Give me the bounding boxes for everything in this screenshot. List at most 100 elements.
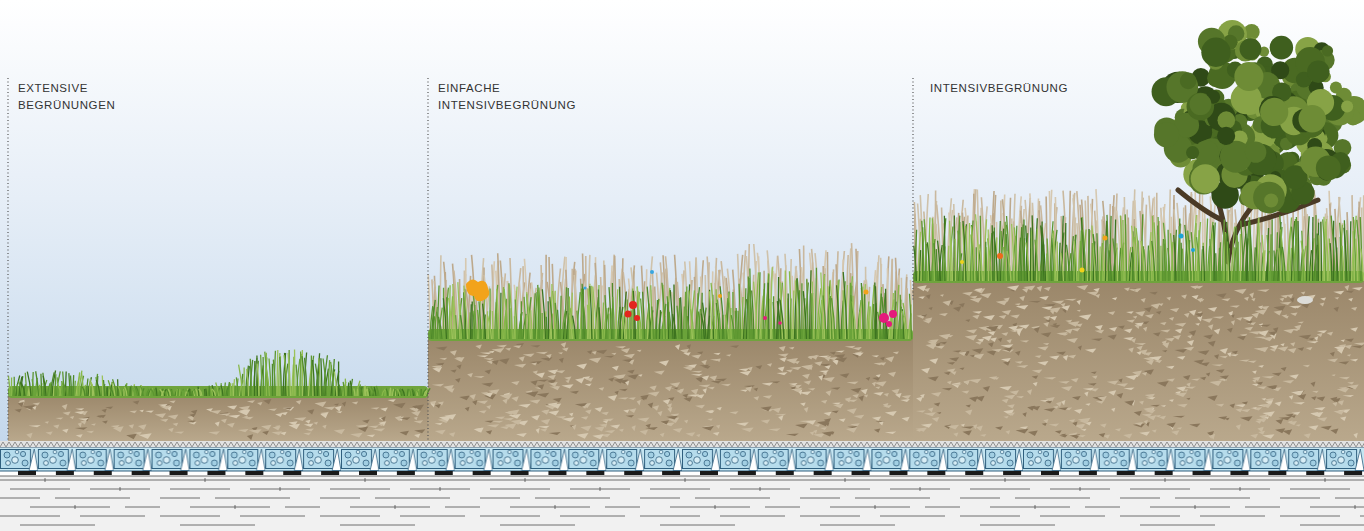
soil-grain [789,347,795,350]
soil-grain [623,354,635,358]
soil-grain [647,391,659,396]
soil-grain [1283,329,1294,334]
soil-grain [660,433,665,438]
soil-grain [1334,297,1339,299]
soil-grain [665,386,672,391]
soil-grain [1274,310,1283,315]
soil-grain [715,378,727,381]
soil-grain [947,425,959,430]
soil-grain [1242,316,1253,321]
soil-grain [821,400,827,404]
soil-grain [657,411,662,416]
grass-blade [106,387,108,396]
soil-grain [395,416,402,422]
soil-grain [939,334,951,340]
grass-blade [504,310,507,339]
grass-blade [193,389,196,396]
grass-blade [435,307,438,339]
soil-grain [486,430,492,434]
soil-grain [1124,329,1133,333]
soil-grain [1202,318,1213,322]
soil-grain [559,358,564,363]
grass-blade [103,380,105,396]
soil-grain [1002,399,1009,403]
grass-blade [262,357,264,396]
soil-grain [667,407,672,413]
soil-grain [1186,383,1190,388]
soil-grain [595,426,605,431]
grass-blade [32,379,34,396]
soil-grain [592,434,603,439]
grass-blade [123,389,125,396]
soil-grain [1341,339,1345,342]
soil-grain [980,434,987,437]
soil-grain [852,394,859,398]
soil-grain [850,388,861,393]
soil-grain [934,403,941,407]
soil-grain [1192,295,1199,300]
grass-blade [527,292,531,339]
soil-grain [804,407,809,413]
soil-grain [227,405,237,409]
soil-grain [961,426,974,428]
soil-grain [314,402,326,407]
soil-grain [304,424,314,427]
grass-blade [234,386,235,396]
soil-grain [585,410,592,415]
soil-grain [721,384,731,386]
soil-grain [1280,343,1284,346]
soil-grain [1308,425,1318,430]
grass-blade [296,365,298,396]
soil-grain [595,350,607,354]
soil-grain [1129,288,1141,292]
soil-grain [585,377,593,381]
soil-grain [1248,331,1261,334]
grass-blade [8,376,10,396]
soil-grain [1339,377,1350,380]
soil-grain [540,429,547,432]
soil-grain [1331,374,1335,376]
soil-grain [1145,410,1156,414]
soil-grain [1072,396,1081,400]
grass-blade [409,389,411,396]
soil-grain [1061,305,1070,311]
grass-blade [363,386,365,396]
soil-grain [15,409,22,413]
grass-blade [599,307,601,339]
soil-grain [414,429,425,433]
grass-blade [106,388,108,396]
soil-grain [172,423,178,426]
grass-blade [348,383,350,396]
grass-blade [434,316,436,339]
soil-grain [575,378,584,384]
grass-blade [136,386,139,396]
grass-blade [394,389,395,396]
soil-grain [342,402,346,407]
soil-grain [709,376,717,381]
soil-grain [227,423,235,428]
soil-grain [1227,352,1231,357]
soil-grain [921,423,932,427]
soil-grain [965,319,970,322]
soil-grain [414,434,420,438]
soil-grain [368,425,378,428]
soil-grain [249,429,262,433]
soil-grain [989,376,998,380]
soil-grain [1290,342,1295,346]
soil-grain [1301,292,1306,295]
soil-grain [1306,347,1313,350]
grass-blade [478,310,480,339]
soil-grain [778,353,789,357]
soil-grain [548,369,559,374]
soil-grain [1197,316,1202,322]
grass-blade [331,362,334,396]
soil-grain [627,370,635,374]
grass-blade [492,311,494,339]
soil-grain [1016,365,1028,368]
soil-grain [247,400,255,403]
soil-grain [370,407,379,409]
soil-grain [1259,306,1269,310]
soil-grain [961,391,969,394]
soil-grain [619,429,624,432]
soil-grain [1043,419,1048,423]
